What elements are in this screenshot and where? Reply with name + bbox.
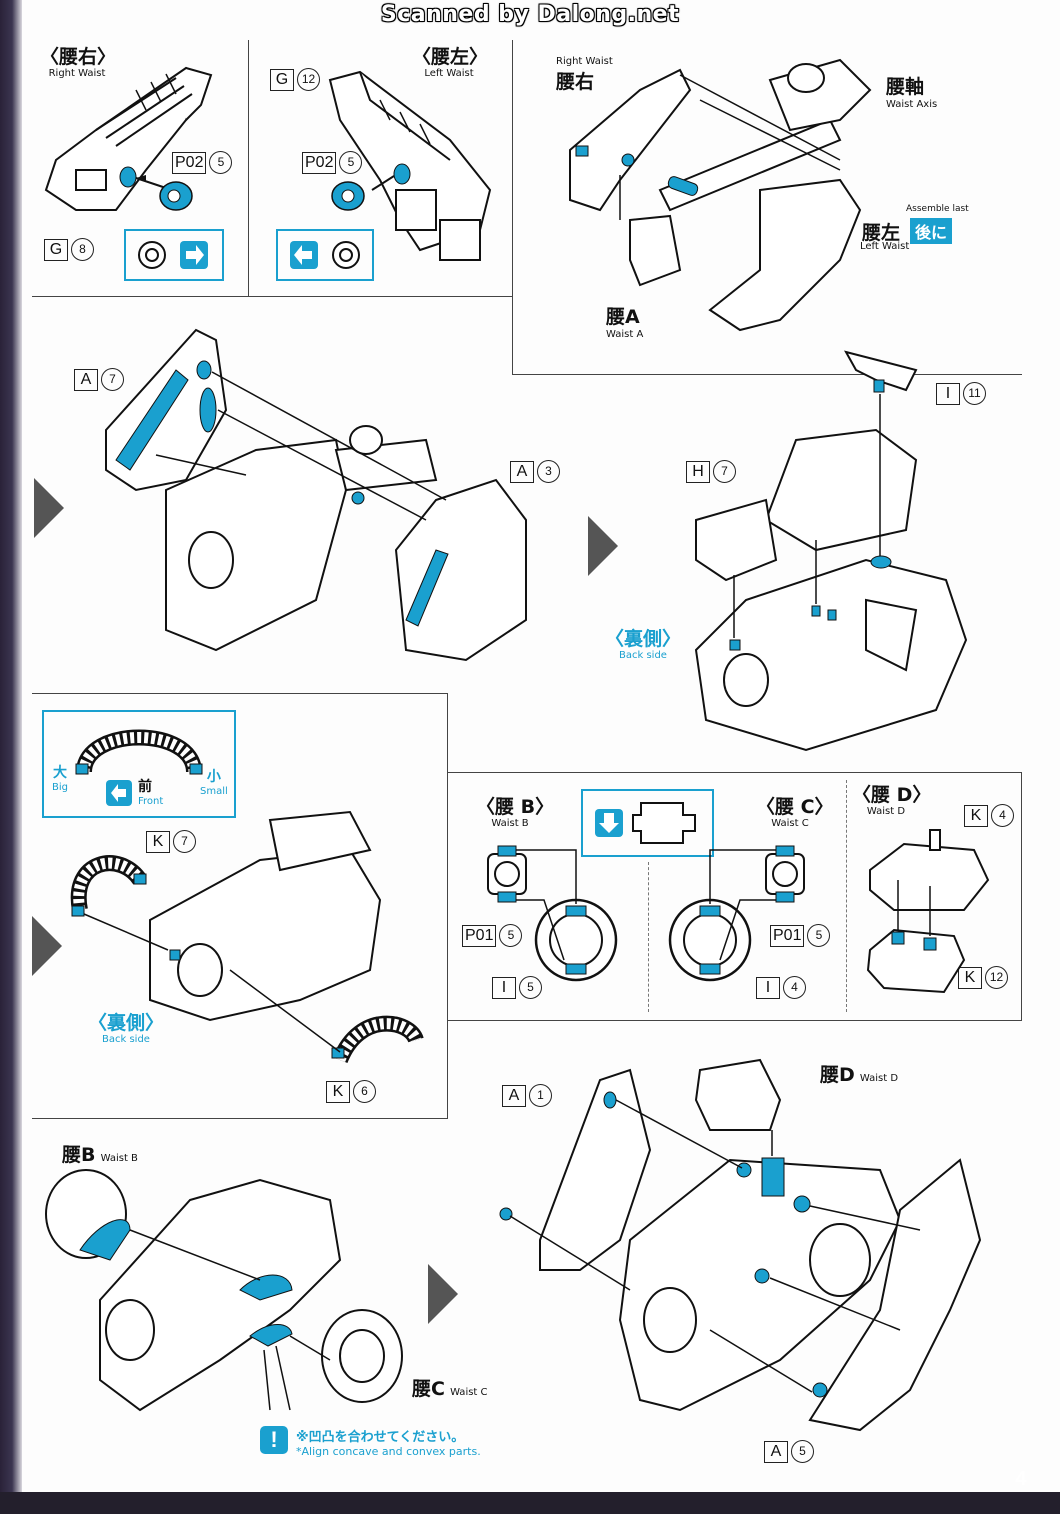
page-number: 4 [1015,1468,1027,1490]
front-arrow-icon [106,780,132,806]
waist-b-header: 〈腰 B〉 Waist B [476,796,555,829]
left-waist-subtitle: Left Waist [424,68,474,79]
washer-arrow-right-icon [138,241,208,269]
right-waist-part-illustration [44,66,213,211]
legend-small: 小 Small [200,769,228,797]
part-code-i11: I 11 [936,382,986,405]
part-code-h7: H 7 [686,460,736,483]
final-waist-assembly-illustration [499,1058,982,1432]
waist-axis-label: 腰軸 Waist Axis [886,76,938,110]
left-waist-title: 〈腰左〉 [412,46,489,68]
down-arrow-block-icon [595,802,696,844]
divider [447,772,1022,773]
orientation-hint-left [276,229,374,281]
part-code-p01: P01 5 [462,924,523,947]
step-arrow-icon [32,916,62,976]
notice-english: *Align concave and convex parts. [296,1445,481,1458]
divider [447,693,448,1119]
part-code-p02: P02 5 [172,151,233,174]
waist-a-label: 腰A Waist A [606,306,644,340]
bottom-waist-c-label: 腰C Waist C [412,1378,488,1400]
warning-icon: ! [260,1426,288,1454]
part-code-k4: K 4 [964,804,1014,827]
bottom-waist-b-label: 腰B Waist B [62,1144,138,1166]
dashed-divider [648,862,649,1012]
waist-frame-step-illustration [105,328,527,662]
divider [248,40,249,296]
waist-bc-attach-illustration [45,1169,403,1412]
washer-arrow-left-icon [290,241,360,269]
divider [32,693,448,694]
divider [512,374,1022,375]
back-side-label: 〈裏側〉 Back side [87,1012,164,1045]
part-code-a5: A 5 [764,1440,814,1463]
left-waist-header: 〈腰左〉 Left Waist [412,46,489,80]
assemble-last-caption: Assemble last [906,204,969,214]
tube-attach-illustration [70,810,424,1064]
part-code-a7: A 7 [74,368,124,391]
orientation-legend: 大 Big 小 Small 前 Front [42,710,236,818]
assembly-left-waist-subtitle: Left Waist [860,241,910,252]
divider [32,1118,448,1119]
orientation-hint-right [124,229,224,281]
waist-c-part-illustration [668,845,805,982]
assembly-left-waist-label: 腰左 [862,222,901,244]
dashed-divider [846,780,847,1012]
part-code-k7: K 7 [146,830,196,853]
part-code-k6: K 6 [326,1080,376,1103]
scan-edge-bottom [0,1492,1060,1514]
part-code-i5: I 5 [492,976,542,999]
back-side-label: 〈裏側〉 Back side [604,628,681,661]
step-arrow-icon [34,478,64,538]
tube-part-icon [75,729,203,775]
part-code-g8: G 8 [44,238,94,261]
watermark: Scanned by Dalong.net [380,2,680,27]
waist-assembly-illustration [569,58,872,332]
part-code-i4: I 4 [756,976,806,999]
waist-d-header: 〈腰 D〉 Waist D [852,784,932,817]
part-code-p02: P02 5 [302,151,363,174]
part-code-a3: A 3 [510,460,560,483]
step-arrow-icon [588,516,618,576]
step-arrow-icon [428,1264,458,1324]
part-code-p01: P01 5 [770,924,831,947]
waist-assembly-back-illustration [694,350,968,752]
scan-edge-left [0,0,22,1514]
legend-big: 大 Big [52,765,68,793]
waist-b-part-illustration [487,845,618,982]
left-waist-part-illustration [328,70,492,261]
assembly-right-waist-label: Right Waist 腰右 [556,56,613,93]
right-waist-title: 〈腰右〉 [40,46,117,68]
divider [32,296,513,297]
part-code-k12: K 12 [958,966,1008,989]
waist-c-header: 〈腰 C〉 Waist C [756,796,834,829]
part-code-g12: G 12 [270,68,320,91]
align-notice: ! ※凹凸を合わせてください。 *Align concave and conve… [260,1426,481,1458]
assemble-last-badge: 後に [910,218,953,244]
legend-front: 前 Front [138,779,164,807]
notice-japanese: ※凹凸を合わせてください。 [296,1430,465,1445]
bottom-waist-d-label: 腰D Waist D [820,1064,899,1086]
right-waist-subtitle: Right Waist [48,68,106,79]
part-code-a1: A 1 [502,1084,552,1107]
right-waist-header: 〈腰右〉 Right Waist [40,46,117,80]
divider [1021,772,1022,1020]
waist-d-part-illustration [866,829,990,994]
orientation-hint-down [581,789,714,857]
divider [447,1020,1022,1021]
divider [512,40,513,374]
